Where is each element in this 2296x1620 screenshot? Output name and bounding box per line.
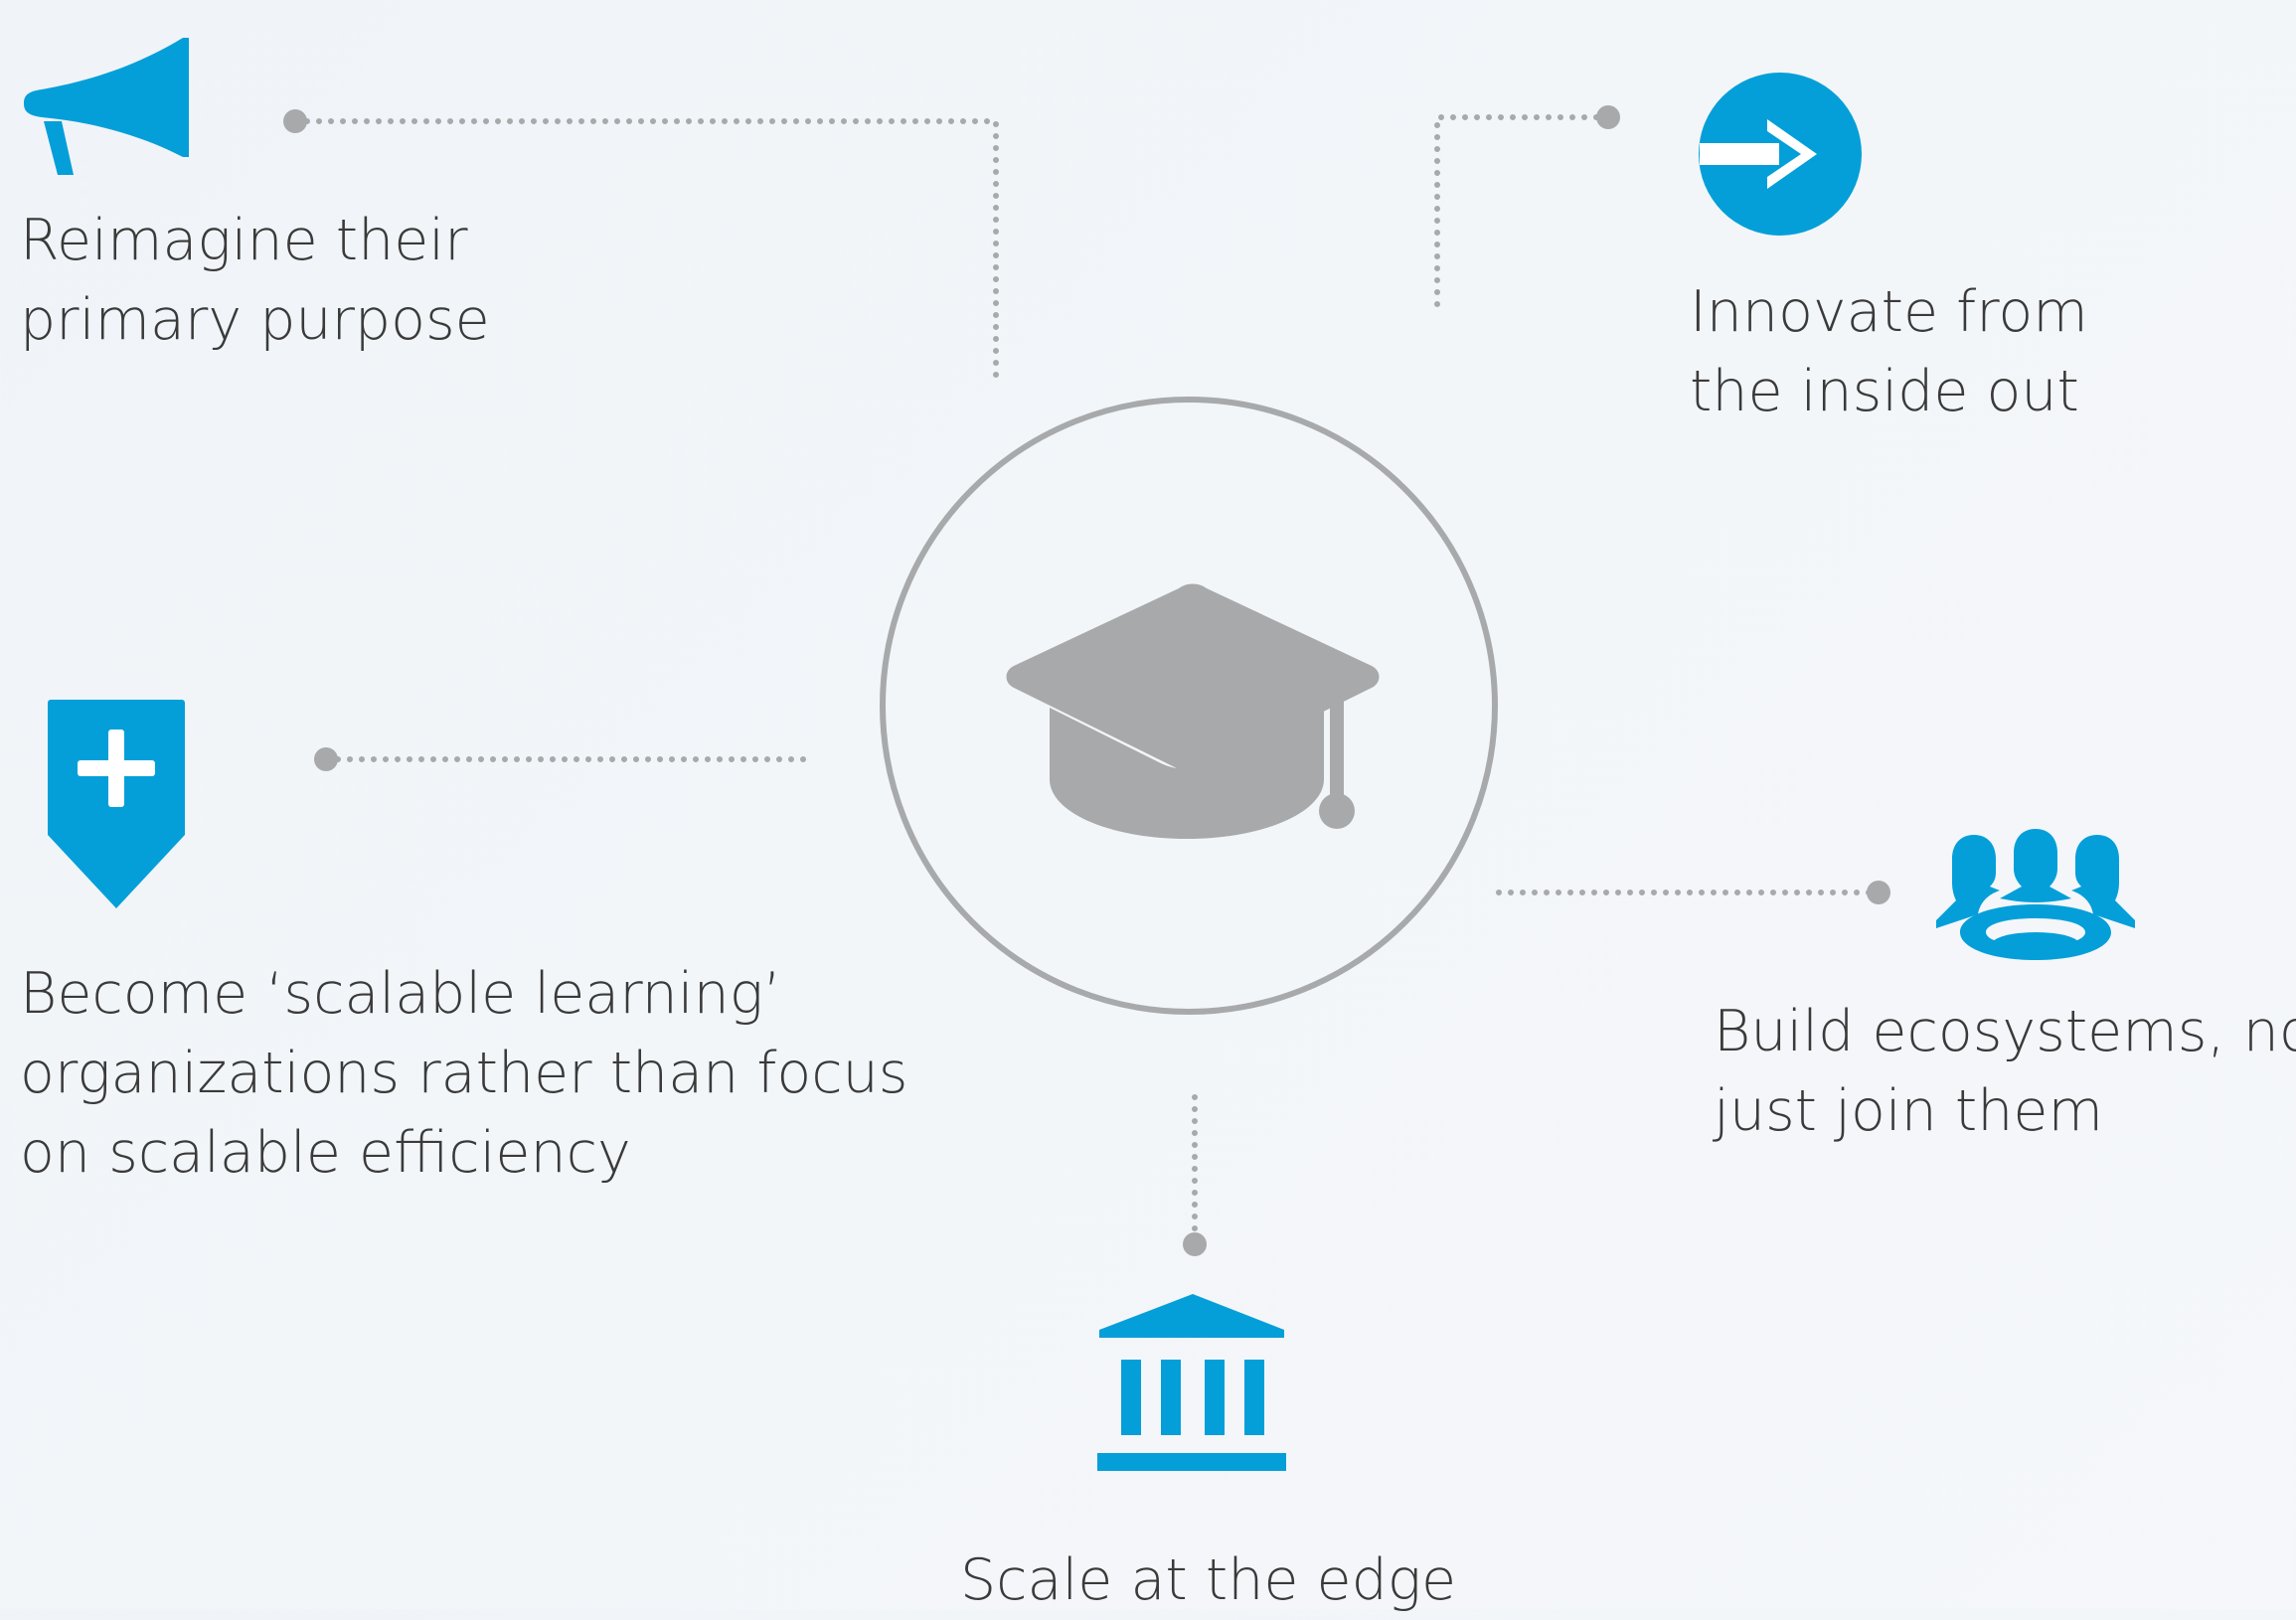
label-reimagine: Reimagine their primary purpose: [20, 201, 490, 360]
group-icon: [1934, 829, 2137, 970]
connector-dot-innovate: [1596, 105, 1620, 129]
connector-dot-reimagine: [283, 109, 307, 133]
graduation-cap-icon: [1006, 583, 1380, 839]
arrow-circle-icon: [1698, 72, 1863, 237]
label-line: just join them: [1714, 1078, 2103, 1144]
label-innovate: Innovate from the inside out: [1690, 272, 2088, 431]
label-line: the inside out: [1690, 359, 2079, 424]
connector-innovate: [1434, 114, 1611, 319]
center-hub: [879, 396, 1499, 1016]
label-line: Build ecosystems, not: [1714, 999, 2296, 1064]
connector-dot-scalable-learning: [314, 747, 338, 771]
label-line: Scale at the edge: [960, 1547, 1457, 1613]
shield-plus-icon: [46, 698, 187, 910]
label-line: Innovate from: [1690, 279, 2088, 345]
label-scalable-learning: Become ‘scalable learning’ organizations…: [20, 954, 907, 1193]
label-line: Become ‘scalable learning’: [20, 961, 782, 1027]
institution-icon: [1095, 1290, 1290, 1473]
label-scale-edge: Scale at the edge: [960, 1540, 1456, 1620]
center-ring: [880, 397, 1498, 1015]
label-line: on scalable efficiency: [20, 1120, 631, 1186]
connector-dot-scale-edge: [1183, 1232, 1207, 1256]
label-line: organizations rather than focus: [20, 1041, 908, 1106]
label-line: Reimagine their: [20, 208, 468, 273]
connector-dot-ecosystems: [1867, 881, 1890, 904]
megaphone-icon: [22, 36, 191, 177]
label-ecosystems: Build ecosystems, not just join them: [1714, 992, 2296, 1151]
connector-reimagine: [292, 118, 999, 383]
label-line: primary purpose: [20, 287, 490, 353]
